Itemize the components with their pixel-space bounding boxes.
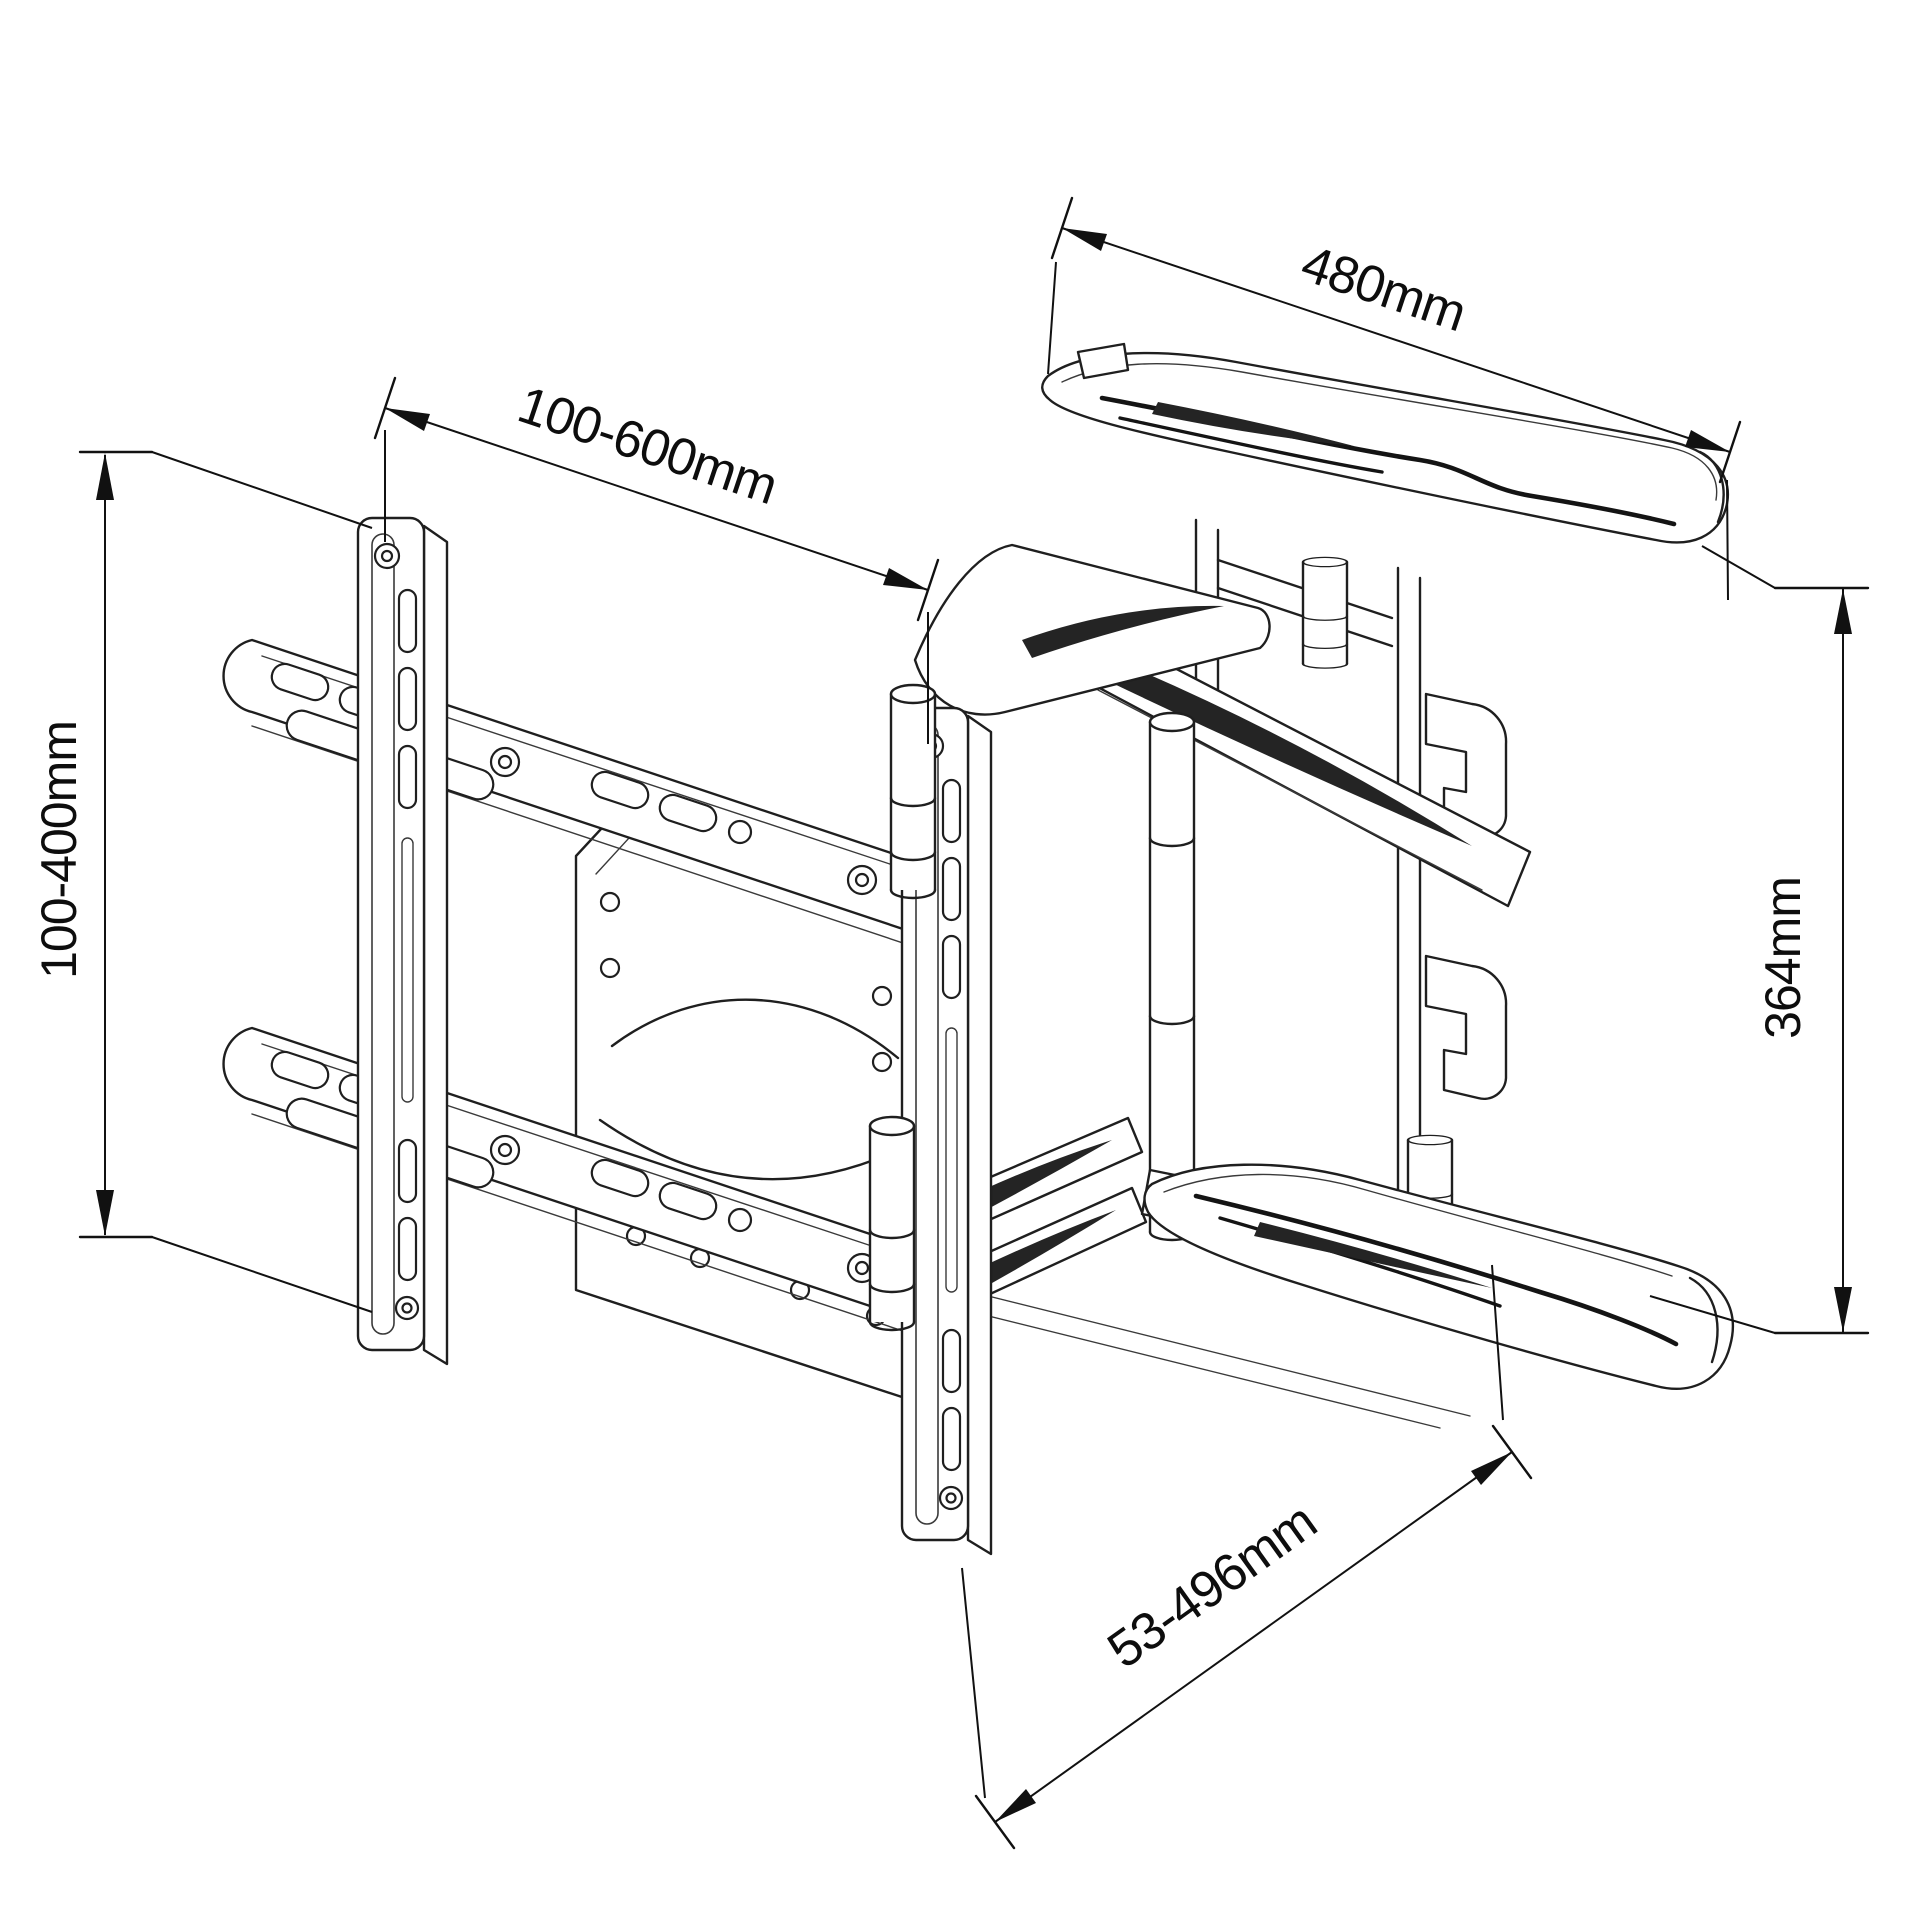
top-cover [1041, 342, 1729, 544]
bottom-cover [1143, 1163, 1735, 1390]
lower-frame-lines [931, 1281, 1471, 1429]
dim-label-wall-plate-height: 364mm [1755, 877, 1811, 1039]
dimension-tv-bracket-width: 100-600mm [373, 376, 940, 744]
dimension-wall-plate-height: 364mm [1649, 545, 1870, 1335]
wall-hook-lower [1424, 954, 1508, 1101]
tv-pivot-lower [868, 1115, 916, 1332]
dim-label-wall-plate-width: 480mm [1294, 235, 1472, 343]
dim-label-arm-extension: 53-496mm [1097, 1493, 1326, 1680]
elbow-post [1148, 711, 1196, 1242]
dim-label-tv-bracket-height: 100-400mm [31, 721, 87, 979]
wall-pivot-upper [1301, 556, 1349, 670]
dimension-tv-bracket-height: 100-400mm [31, 450, 373, 1313]
dimension-arm-extension: 53-496mm [961, 1264, 1533, 1850]
tv-bracket-rail-left [356, 516, 449, 1366]
